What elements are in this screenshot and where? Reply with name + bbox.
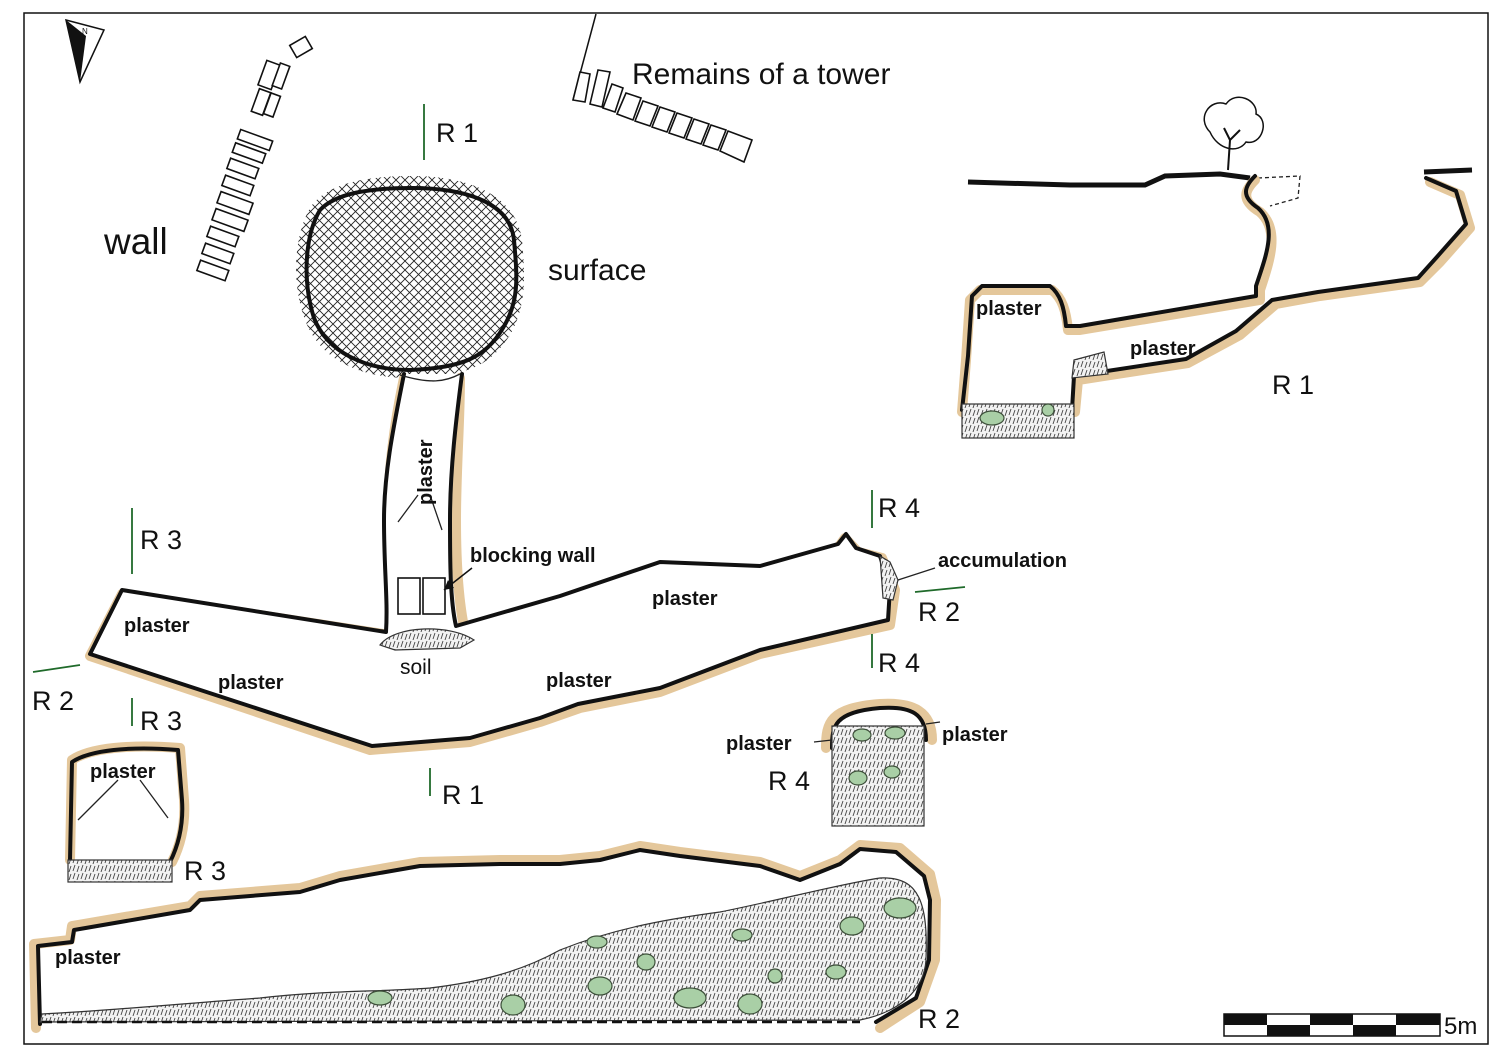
section-label-r2-east: R 2 <box>918 597 960 627</box>
section-r3 <box>65 741 190 883</box>
section-label-r1-profile: R 1 <box>1272 370 1314 400</box>
tower-remains <box>572 13 754 164</box>
section-label-r4-top: R 4 <box>878 493 920 523</box>
plaster-label-west: plaster <box>124 615 190 637</box>
scale-bar: 5m <box>1223 1013 1477 1040</box>
tower-label: Remains of a tower <box>632 58 890 91</box>
blocking-wall-label: blocking wall <box>470 545 596 567</box>
section-label-r3-top: R 3 <box>140 525 182 555</box>
section-r1 <box>957 96 1475 439</box>
wall-label: wall <box>103 221 168 262</box>
section-label-r4-bottom: R 4 <box>878 648 920 678</box>
accumulation-label: accumulation <box>938 550 1067 572</box>
plaster-label-r3: plaster <box>90 761 156 783</box>
section-markers <box>32 104 966 796</box>
section-label-r4-profile: R 4 <box>768 766 810 796</box>
plaster-label-r2: plaster <box>55 947 121 969</box>
surface-label: surface <box>548 254 646 287</box>
main-chamber-plan <box>85 372 936 755</box>
section-label-r2-west: R 2 <box>32 686 74 716</box>
scale-label: 5m <box>1444 1013 1477 1040</box>
section-label-r2-profile: R 2 <box>918 1004 960 1034</box>
north-arrow-icon: N <box>64 18 106 85</box>
plaster-label-r4-left: plaster <box>726 733 792 755</box>
cistern-mouth <box>296 176 525 378</box>
tree-icon <box>1203 96 1264 171</box>
soil-heap <box>379 628 476 651</box>
section-r2 <box>29 840 941 1033</box>
plaster-label-south-west: plaster <box>218 672 284 694</box>
section-r4 <box>813 698 941 827</box>
figure-frame <box>23 12 1489 1045</box>
plaster-label-r1-channel: plaster <box>1130 338 1196 360</box>
section-label-r1-top: R 1 <box>436 118 478 148</box>
accumulation-deposit <box>879 554 899 601</box>
wall-remains <box>195 35 314 282</box>
plaster-label-south-east: plaster <box>546 670 612 692</box>
soil-label: soil <box>400 656 432 679</box>
section-label-r3-bottom: R 3 <box>140 706 182 736</box>
blocking-wall <box>397 577 421 615</box>
section-label-r1-bottom: R 1 <box>442 780 484 810</box>
north-letter: N <box>82 27 88 36</box>
plaster-label-shaft: plaster <box>415 439 437 505</box>
plaster-label-r1-chamber: plaster <box>976 298 1042 320</box>
section-label-r3-profile: R 3 <box>184 856 226 886</box>
plaster-label-north-east: plaster <box>652 588 718 610</box>
plaster-label-r4-right: plaster <box>942 724 1008 746</box>
